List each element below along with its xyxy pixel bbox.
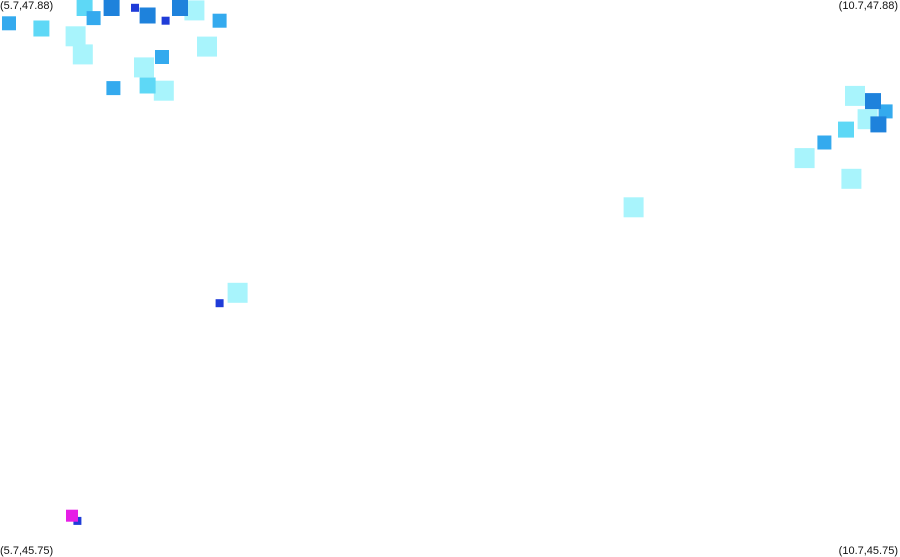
precip-cell-light_cyan — [841, 168, 862, 189]
precip-cell-light_blue — [155, 50, 169, 64]
precip-cell-mid_blue — [870, 116, 887, 133]
precip-cell-magenta — [66, 509, 78, 522]
precip-cell-light_blue — [2, 16, 16, 31]
precip-cell-dark_blue — [131, 3, 139, 12]
precip-cell-mid_blue — [865, 93, 881, 110]
corner-label-bottom-right: (10.7,45.75) — [838, 545, 898, 557]
precip-cell-light_cyan — [623, 197, 644, 218]
precip-cell-dark_blue — [161, 16, 170, 25]
precip-cell-mid_blue — [139, 7, 156, 24]
precip-cell-light_cyan — [845, 85, 865, 106]
precip-cell-light_cyan — [72, 44, 93, 65]
precip-cell-light_cyan — [153, 80, 174, 101]
precip-cell-light_blue — [106, 81, 121, 96]
precip-cell-cyan — [838, 121, 854, 138]
precip-cell-cyan — [139, 77, 156, 94]
corner-label-top-right: (10.7,47.88) — [838, 0, 898, 12]
precip-cell-light_blue — [212, 13, 227, 28]
corner-label-top-left: (5.7,47.88) — [0, 0, 54, 12]
corner-label-bottom-left: (5.7,45.75) — [0, 545, 54, 557]
precip-cell-light_blue — [817, 135, 832, 150]
precip-cell-cyan — [33, 20, 50, 37]
precip-cell-light_cyan — [65, 26, 86, 47]
precip-cell-light_blue — [86, 11, 101, 26]
precip-cell-light_cyan — [184, 0, 205, 21]
precip-cell-light_cyan — [134, 57, 154, 78]
precip-cell-light_cyan — [197, 36, 217, 57]
precip-cell-mid_blue — [103, 0, 120, 16]
precip-cell-dark_blue — [215, 299, 224, 308]
precip-cell-light_cyan — [794, 148, 815, 169]
precip-cell-light_blue — [878, 104, 893, 119]
precip-cell-light_cyan — [227, 282, 248, 303]
precip-cell-mid_blue — [172, 0, 188, 16]
